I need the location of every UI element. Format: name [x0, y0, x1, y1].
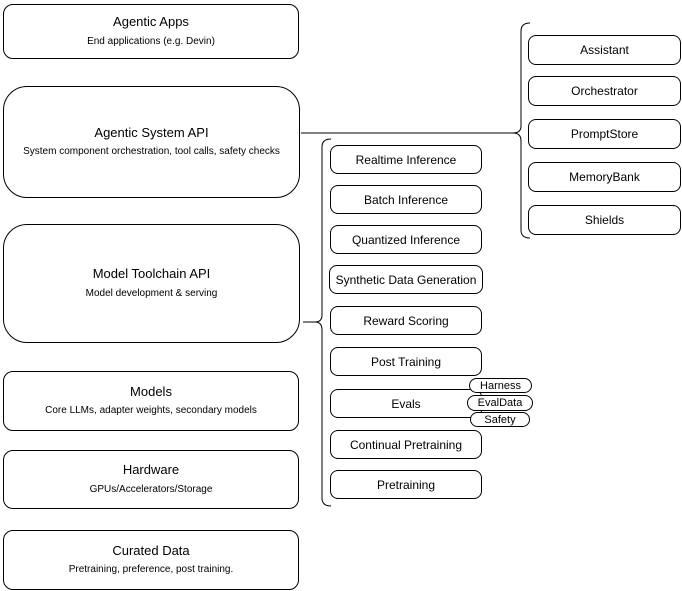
service-label: Post Training [370, 354, 442, 369]
node-subtitle: System component orchestration, tool cal… [23, 146, 280, 158]
component-label: PromptStore [570, 127, 639, 141]
node-title: Curated Data [112, 542, 190, 558]
node-curated-data: Curated Data Pretraining, preference, po… [3, 530, 299, 590]
tag-safety: Safety [470, 412, 530, 427]
node-orchestrator: Orchestrator [528, 76, 681, 106]
node-title: Model Toolchain API [92, 266, 211, 282]
node-assistant: Assistant [528, 35, 681, 65]
service-label: Pretraining [376, 477, 436, 492]
node-batch-inference: Batch Inference [330, 185, 482, 214]
node-shields: Shields [528, 205, 681, 235]
node-pretraining: Pretraining [330, 470, 482, 499]
node-realtime-inference: Realtime Inference [330, 145, 482, 174]
toolchain-brace [303, 138, 332, 507]
node-model-toolchain-api: Model Toolchain API Model development & … [3, 224, 300, 343]
service-label: Quantized Inference [351, 232, 461, 247]
service-label: Realtime Inference [355, 152, 457, 167]
node-synthetic-data-generation: Synthetic Data Generation [329, 265, 483, 294]
tag-harness: Harness [469, 378, 532, 393]
node-agentic-apps: Agentic Apps End applications (e.g. Devi… [3, 4, 299, 59]
node-subtitle: GPUs/Accelerators/Storage [89, 483, 213, 495]
service-label: Batch Inference [363, 192, 449, 207]
node-models: Models Core LLMs, adapter weights, secon… [3, 371, 299, 431]
component-label: Orchestrator [571, 84, 638, 98]
service-label: Evals [391, 396, 421, 411]
node-memorybank: MemoryBank [528, 162, 681, 192]
node-continual-pretraining: Continual Pretraining [330, 430, 482, 459]
node-promptstore: PromptStore [528, 119, 681, 149]
node-agentic-system-api: Agentic System API System component orch… [3, 86, 300, 198]
node-subtitle: Pretraining, preference, post training. [68, 564, 234, 576]
service-label: Synthetic Data Generation [335, 272, 477, 287]
node-evals: Evals [330, 389, 482, 418]
node-title: Agentic System API [94, 124, 209, 140]
node-subtitle: End applications (e.g. Devin) [87, 35, 215, 47]
node-post-training: Post Training [330, 347, 482, 376]
node-subtitle: Model development & serving [85, 287, 218, 299]
service-label: Reward Scoring [363, 313, 449, 328]
component-label: MemoryBank [569, 170, 640, 184]
node-reward-scoring: Reward Scoring [330, 306, 482, 335]
node-quantized-inference: Quantized Inference [330, 225, 482, 254]
node-title: Agentic Apps [113, 14, 189, 30]
node-subtitle: Core LLMs, adapter weights, secondary mo… [45, 405, 257, 417]
node-hardware: Hardware GPUs/Accelerators/Storage [3, 450, 299, 509]
tag-label: Safety [484, 413, 516, 426]
tag-evaldata: EvalData [467, 395, 533, 411]
tag-label: EvalData [477, 397, 523, 409]
node-title: Models [130, 383, 172, 399]
component-label: Assistant [580, 43, 629, 57]
tag-label: Harness [480, 379, 521, 392]
node-title: Hardware [122, 462, 180, 478]
component-label: Shields [584, 213, 625, 227]
service-label: Continual Pretraining [349, 437, 463, 452]
